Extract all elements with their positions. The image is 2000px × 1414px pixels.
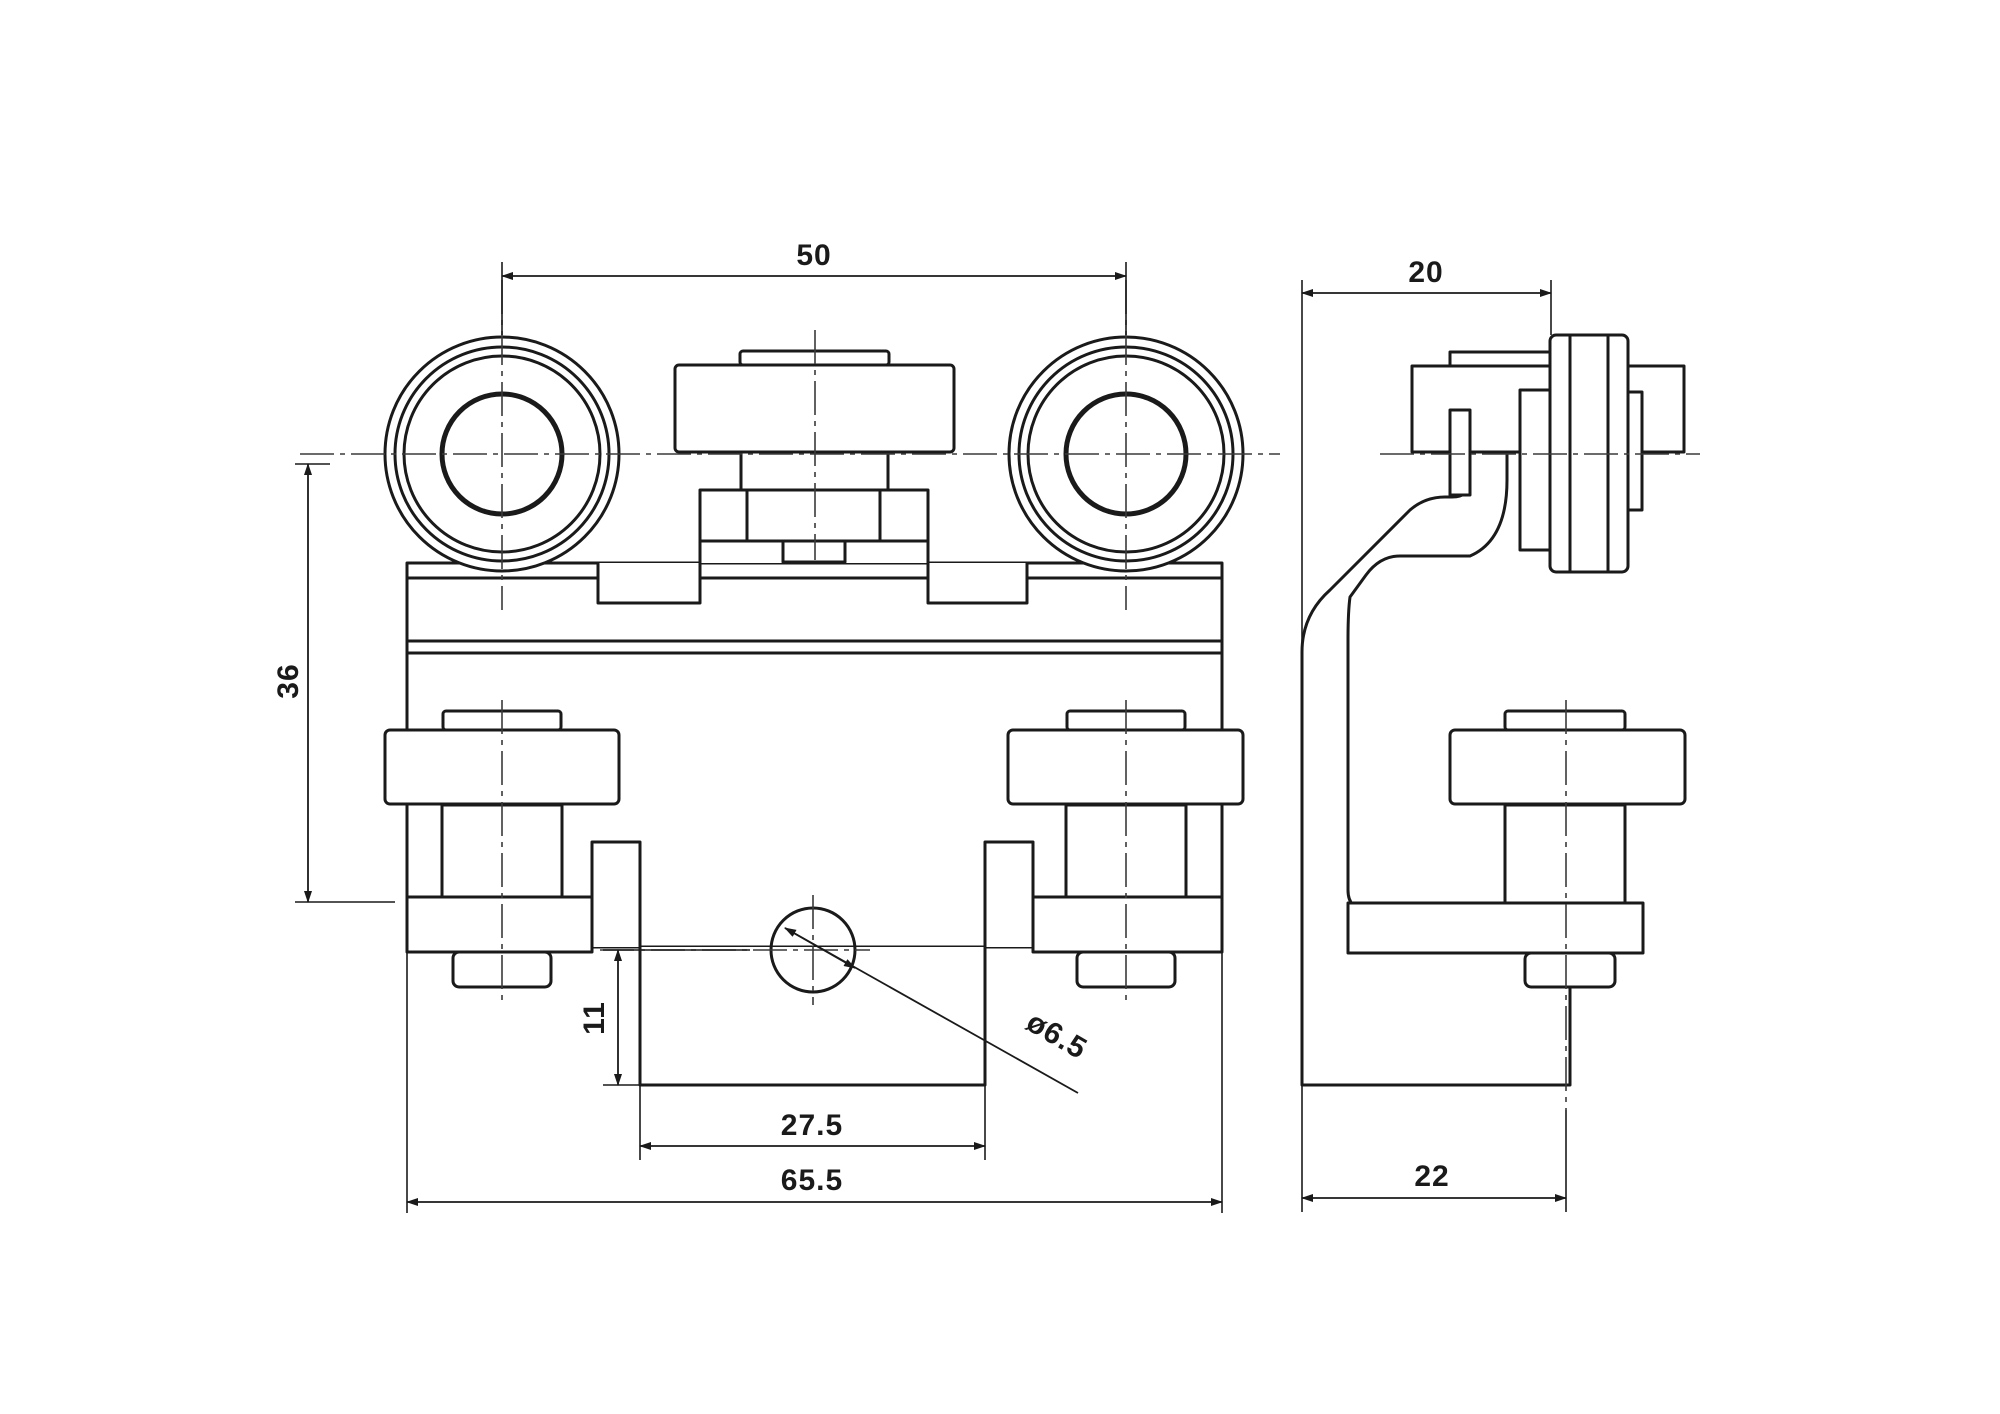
side-bottom-roller	[1346, 709, 1687, 989]
side-view	[1300, 333, 1700, 1110]
dim-22: 22	[1414, 1160, 1449, 1193]
side-center-lines	[1380, 453, 1700, 1110]
dim-hole-diameter: ø6.5	[1021, 1005, 1093, 1066]
side-bent-arm	[1300, 375, 1572, 1087]
dim-50: 50	[796, 239, 831, 272]
dim-11: 11	[578, 1001, 611, 1035]
dim-20: 20	[1408, 256, 1443, 289]
upper-bracket	[596, 488, 1029, 605]
dim-65-5: 65.5	[781, 1164, 843, 1197]
dim-27-5: 27.5	[781, 1109, 843, 1142]
dim-36: 36	[272, 663, 305, 698]
front-view	[300, 280, 1280, 1087]
